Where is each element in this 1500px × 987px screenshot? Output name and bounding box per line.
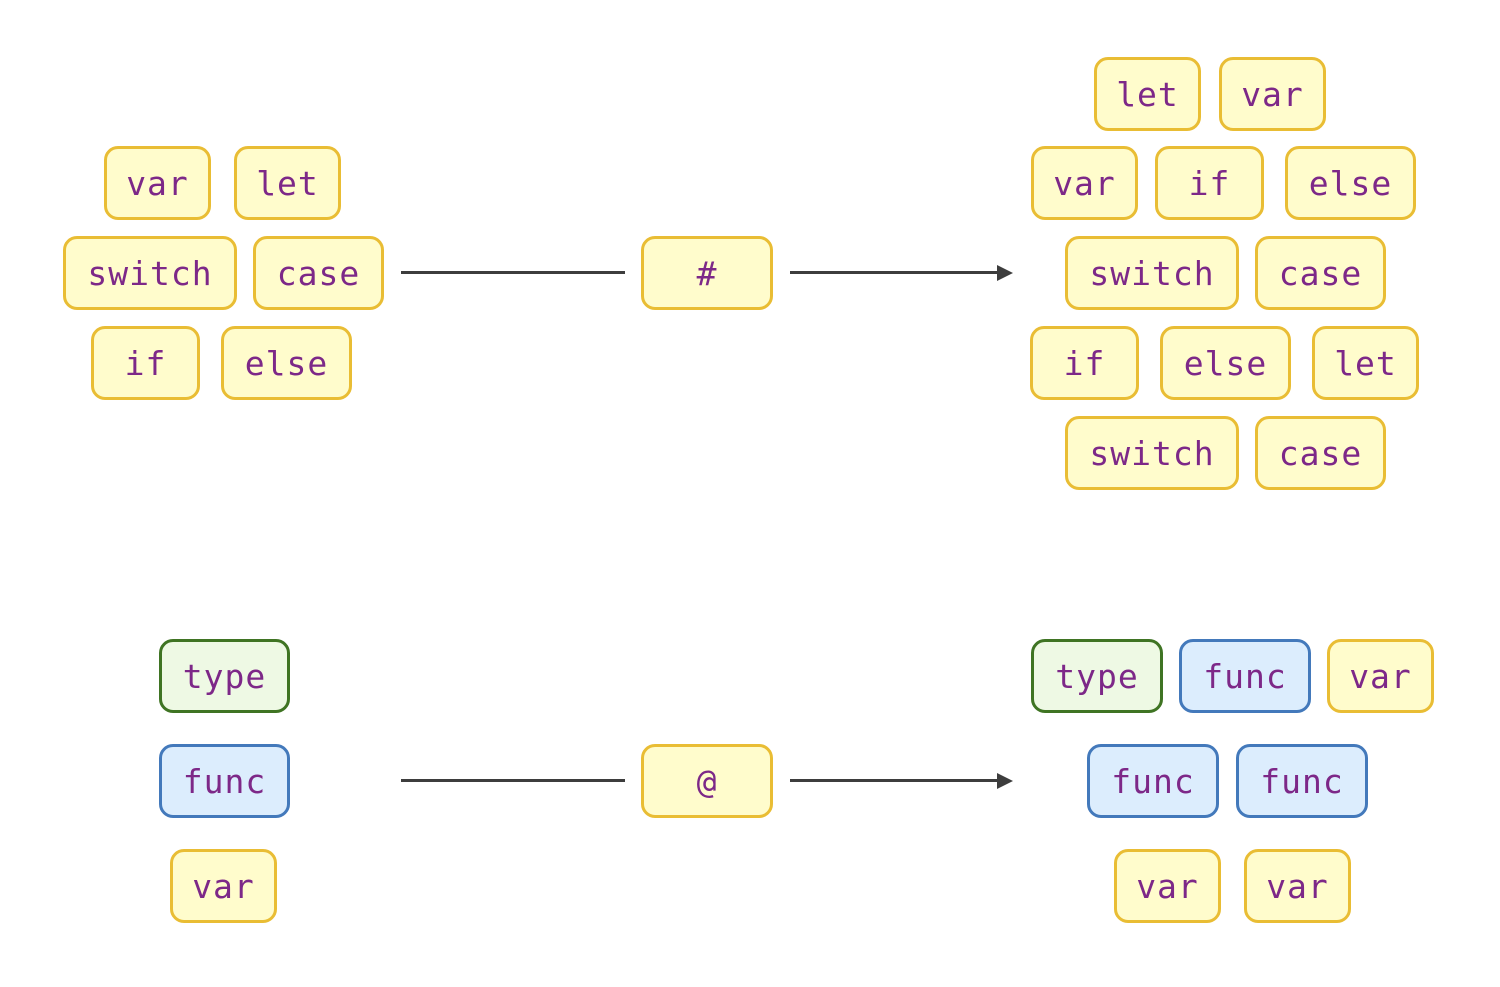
output-token-func: func bbox=[1236, 744, 1368, 818]
output-token-var: var bbox=[1114, 849, 1221, 923]
output-token: if bbox=[1155, 146, 1264, 220]
connector-line-in bbox=[401, 779, 625, 782]
output-token: else bbox=[1285, 146, 1416, 220]
output-token: let bbox=[1094, 57, 1201, 131]
output-token-var: var bbox=[1327, 639, 1434, 713]
output-token-type: type bbox=[1031, 639, 1163, 713]
output-token-func: func bbox=[1087, 744, 1219, 818]
arrowhead-icon bbox=[997, 772, 1013, 789]
input-token: else bbox=[221, 326, 352, 400]
connector-line-out bbox=[790, 271, 998, 274]
connector-line-out bbox=[790, 779, 998, 782]
output-token: case bbox=[1255, 416, 1386, 490]
input-token: var bbox=[104, 146, 211, 220]
input-token: let bbox=[234, 146, 341, 220]
input-token: switch bbox=[63, 236, 237, 310]
input-token-type: type bbox=[159, 639, 290, 713]
input-token: if bbox=[91, 326, 200, 400]
connector-line-in bbox=[401, 271, 625, 274]
operator-token: @ bbox=[641, 744, 773, 818]
input-token: case bbox=[253, 236, 384, 310]
output-token: switch bbox=[1065, 236, 1239, 310]
output-token: let bbox=[1312, 326, 1419, 400]
output-token: if bbox=[1030, 326, 1139, 400]
operator-token: # bbox=[641, 236, 773, 310]
output-token-func: func bbox=[1179, 639, 1311, 713]
output-token: var bbox=[1031, 146, 1138, 220]
output-token: var bbox=[1219, 57, 1326, 131]
input-token-var: var bbox=[170, 849, 277, 923]
arrowhead-icon bbox=[997, 264, 1013, 281]
output-token: else bbox=[1160, 326, 1291, 400]
output-token-var: var bbox=[1244, 849, 1351, 923]
output-token: case bbox=[1255, 236, 1386, 310]
output-token: switch bbox=[1065, 416, 1239, 490]
input-token-func: func bbox=[159, 744, 290, 818]
